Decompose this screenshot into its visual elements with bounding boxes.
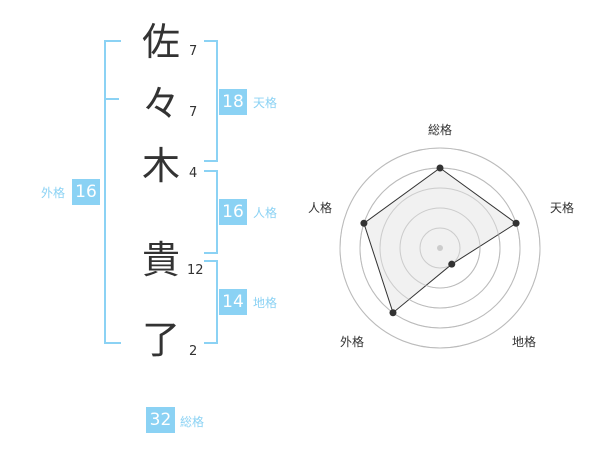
name-char-3: 木 xyxy=(141,144,180,188)
gaikaku-label: 外格 xyxy=(41,186,66,200)
radar-axis-label-chikaku: 地格 xyxy=(512,335,537,349)
jinkaku-bracket xyxy=(204,170,218,254)
radar-axis-label-jinkaku: 人格 xyxy=(308,201,333,215)
radar-ring-overlay xyxy=(399,207,481,289)
radar-ring-overlay xyxy=(419,227,461,269)
soukaku-badge: 32 xyxy=(146,407,175,433)
radar-point-2 xyxy=(512,219,520,227)
radar-point-4 xyxy=(389,309,397,317)
radar-axis-label-gaikaku: 外格 xyxy=(340,335,365,349)
radar-point-3 xyxy=(448,260,456,268)
radar-axis-label-tenkaku: 天格 xyxy=(550,201,575,215)
tenkaku-label: 天格 xyxy=(253,96,278,110)
radar-center-dot xyxy=(437,245,443,251)
stroke-count-2: 7 xyxy=(189,105,198,120)
radar-data-polygon xyxy=(363,167,517,314)
chikaku-bracket xyxy=(204,260,218,344)
stroke-count-3: 4 xyxy=(189,166,198,181)
name-char-5: 了 xyxy=(141,318,180,362)
name-char-4: 貴 xyxy=(141,238,180,282)
jinkaku-label: 人格 xyxy=(253,206,278,220)
stroke-count-5: 2 xyxy=(189,344,198,359)
radar-ring-overlay xyxy=(379,187,501,309)
radar-point-5 xyxy=(360,219,368,227)
radar-axis-label-soukaku: 総格 xyxy=(428,123,453,137)
soukaku-label: 総格 xyxy=(180,415,205,429)
stroke-count-1: 7 xyxy=(189,44,198,59)
gaikaku-badge: 16 xyxy=(72,179,100,205)
stroke-count-4: 12 xyxy=(187,263,204,278)
gaikaku-bracket-tick xyxy=(104,98,119,100)
radar-point-1 xyxy=(436,164,444,172)
tenkaku-bracket xyxy=(204,40,218,162)
tenkaku-badge: 18 xyxy=(219,89,247,115)
name-char-2: 々 xyxy=(141,82,180,126)
jinkaku-badge: 16 xyxy=(219,199,247,225)
name-char-1: 佐 xyxy=(141,20,180,64)
radar-ring-overlay xyxy=(339,147,541,349)
chikaku-label: 地格 xyxy=(253,296,278,310)
chikaku-badge: 14 xyxy=(219,289,247,315)
gaikaku-bracket xyxy=(104,40,121,344)
